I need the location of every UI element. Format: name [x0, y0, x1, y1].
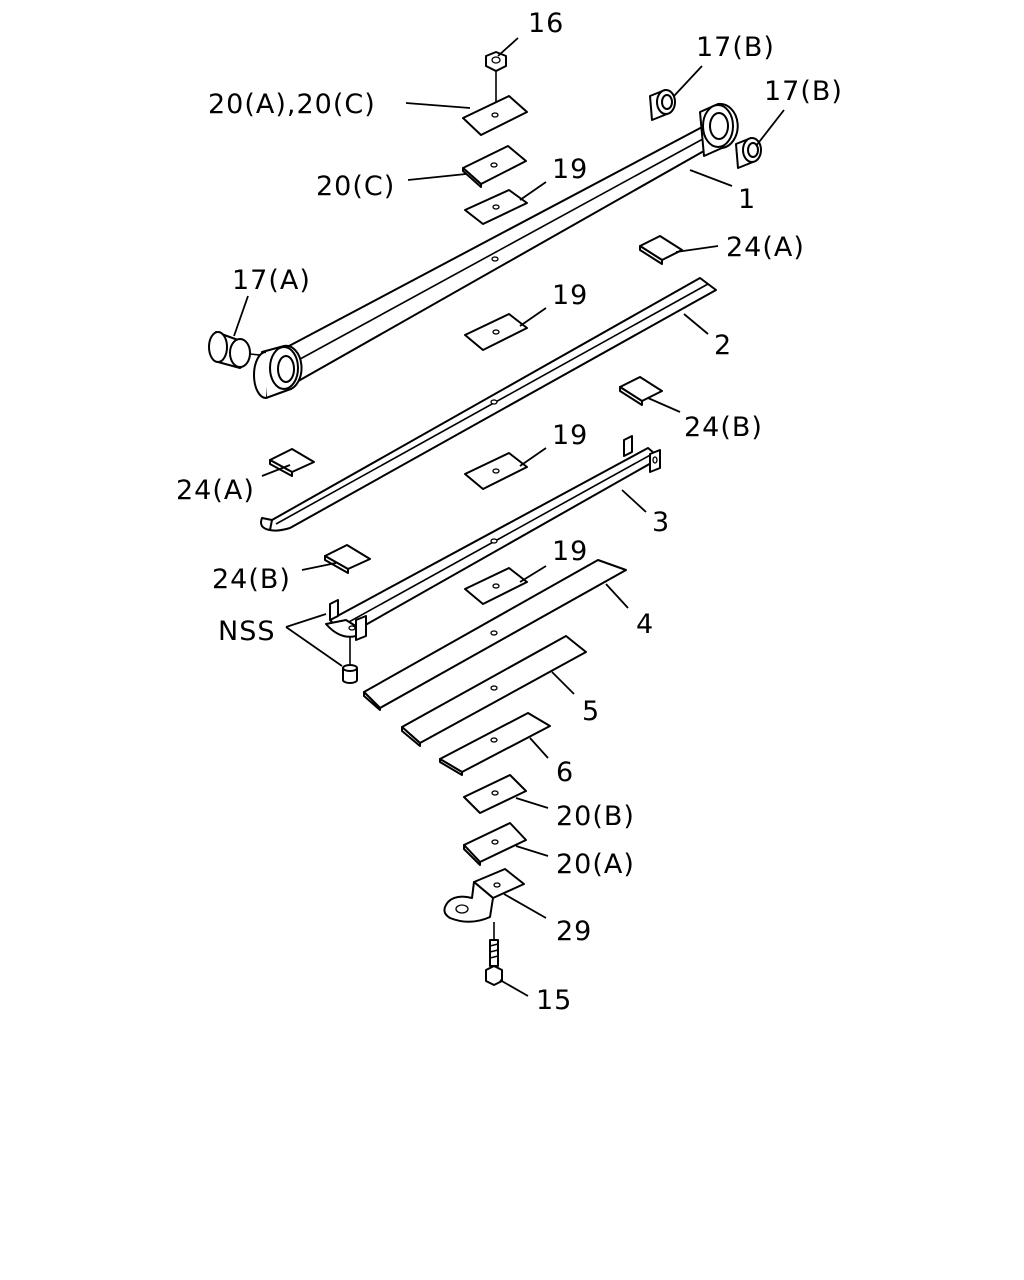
part-19-pad-2 — [464, 313, 528, 351]
part-24b-pad-1 — [619, 376, 663, 406]
part-16-nut — [485, 51, 507, 112]
part-19-pad-1 — [464, 189, 528, 225]
label-3: 3 — [652, 507, 670, 538]
label-16: 16 — [528, 8, 564, 39]
part-20a-20c-plate — [462, 95, 528, 136]
part-15-bolt — [485, 922, 503, 986]
label-17b-2: 17(B) — [764, 76, 843, 107]
part-6-leaf — [439, 712, 551, 776]
leader-lines — [233, 37, 785, 997]
part-19-pad-4 — [464, 567, 528, 605]
label-15: 15 — [536, 985, 572, 1016]
label-29: 29 — [556, 916, 592, 947]
part-24a-pad-2 — [269, 448, 315, 477]
part-17b-bushing-1 — [649, 89, 676, 121]
label-4: 4 — [636, 609, 654, 640]
label-20c: 20(C) — [316, 171, 395, 202]
part-20b-plate — [463, 774, 527, 814]
label-24b-2: 24(B) — [212, 564, 291, 595]
part-24a-pad-1 — [639, 235, 683, 265]
part-17b-bushing-2 — [735, 137, 762, 169]
label-nss: NSS — [218, 616, 275, 647]
label-24a-1: 24(A) — [726, 232, 805, 263]
part-2-second-leaf — [260, 277, 717, 532]
label-20a: 20(A) — [556, 849, 635, 880]
part-17a-bushing — [208, 331, 261, 369]
label-5: 5 — [582, 696, 600, 727]
label-6: 6 — [556, 757, 574, 788]
label-17a: 17(A) — [232, 265, 311, 296]
label-24b-1: 24(B) — [684, 412, 763, 443]
part-20a-plate — [463, 822, 527, 866]
label-1: 1 — [738, 184, 756, 215]
label-20b: 20(B) — [556, 801, 635, 832]
label-19-1: 19 — [552, 154, 588, 185]
part-24b-pad-2 — [324, 544, 371, 574]
label-20a-20c: 20(A),20(C) — [208, 89, 376, 120]
label-2: 2 — [714, 330, 732, 361]
part-29-bracket — [443, 868, 525, 923]
part-19-pad-3 — [464, 452, 528, 490]
label-17b-1: 17(B) — [696, 32, 775, 63]
part-3-third-leaf — [325, 435, 661, 641]
label-19-4: 19 — [552, 536, 588, 567]
part-1-main-leaf — [253, 102, 739, 399]
label-24a-2: 24(A) — [176, 475, 255, 506]
part-20c-plate — [462, 145, 527, 188]
callout-labels: 16 17(B) 17(B) 20(A),20(C) 20(C) 19 1 24… — [176, 8, 843, 1016]
nss-rivet — [342, 636, 358, 684]
label-19-2: 19 — [552, 280, 588, 311]
part-4-leaf — [363, 559, 627, 711]
label-19-3: 19 — [552, 420, 588, 451]
part-5-leaf — [401, 635, 587, 747]
